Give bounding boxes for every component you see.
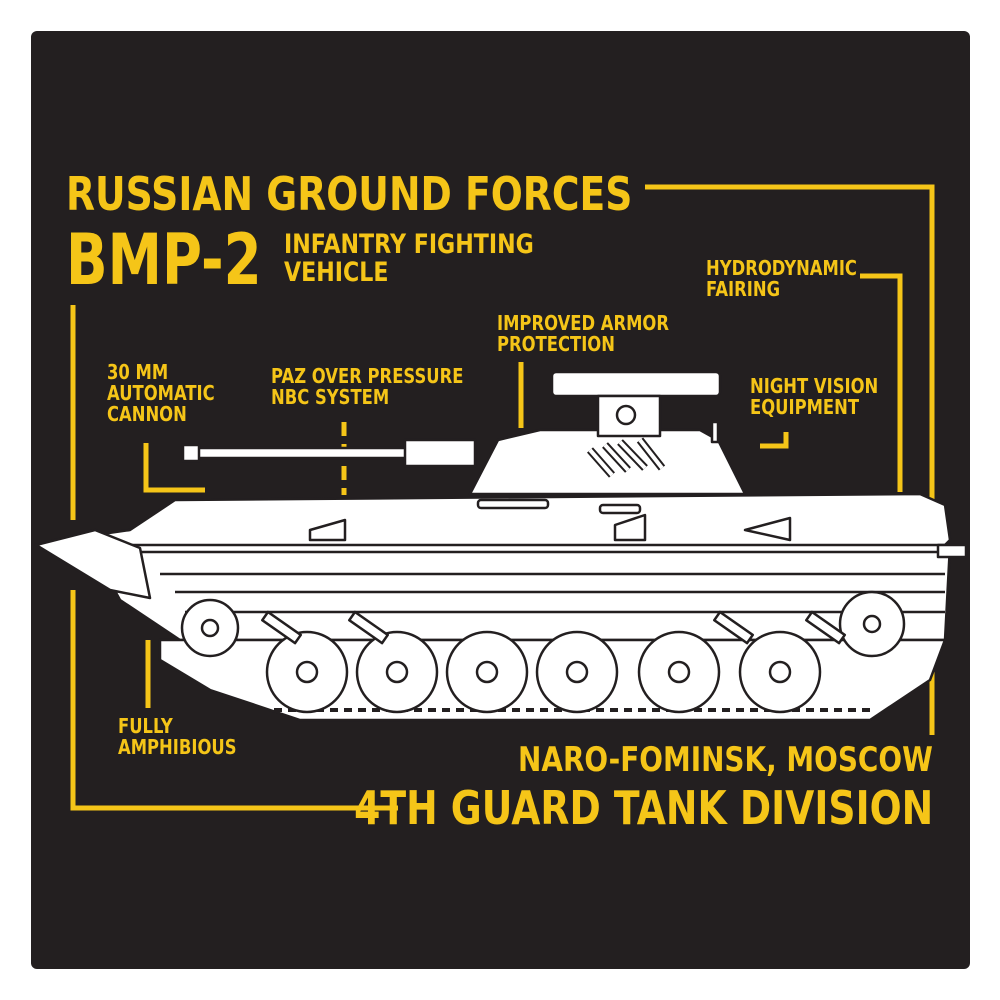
- callout-text: NIGHT VISION: [750, 374, 879, 398]
- vehicle-type: INFANTRY FIGHTING VEHICLE: [284, 229, 534, 289]
- turret: [468, 428, 747, 496]
- callout-nbc: PAZ OVER PRESSURE NBC SYSTEM: [271, 366, 463, 408]
- frame-top-line: [645, 184, 935, 500]
- location-text: NARO-FOMINSK, MOSCOW: [518, 740, 933, 780]
- cannon-mantlet: [403, 438, 477, 468]
- callout-fairing: HYDRODYNAMIC FAIRING: [706, 258, 857, 300]
- unit-text: 4TH GUARD TANK DIVISION: [353, 781, 933, 835]
- poster-title: RUSSIAN GROUND FORCES: [66, 167, 633, 221]
- vehicle-model: BMP-2: [66, 219, 262, 301]
- callout-text: PROTECTION: [497, 332, 615, 356]
- callout-text: FULLY: [118, 714, 173, 738]
- callout-text: PAZ OVER PRESSURE: [271, 364, 464, 388]
- callout-text: AUTOMATIC: [107, 381, 215, 405]
- callout-armor: IMPROVED ARMOR PROTECTION: [497, 313, 669, 355]
- callout-text: 30 MM: [107, 360, 169, 384]
- vehicle-type-line2: VEHICLE: [284, 257, 389, 289]
- cannon-muzzle: [181, 443, 201, 463]
- cannon-barrel: [188, 446, 427, 460]
- road-wheels: [180, 590, 906, 714]
- bow-fairing: [34, 528, 152, 600]
- callout-night-vision: NIGHT VISION EQUIPMENT: [750, 376, 878, 418]
- suspension-arms: [261, 610, 847, 645]
- vehicle-type-line1: INFANTRY FIGHTING: [284, 229, 534, 260]
- atgm-launcher: [550, 370, 722, 398]
- cannon-leader: [143, 443, 205, 493]
- callout-text: IMPROVED ARMOR: [497, 311, 670, 335]
- frame-lines: [70, 184, 935, 811]
- frame-left-lower-line: [70, 590, 398, 811]
- callout-text: NBC SYSTEM: [271, 385, 390, 409]
- callout-text: CANNON: [107, 402, 187, 426]
- callout-cannon: 30 MM AUTOMATIC CANNON: [107, 362, 215, 425]
- callout-text: EQUIPMENT: [750, 395, 860, 419]
- fairing-leader: [860, 273, 903, 492]
- callout-text: FAIRING: [706, 277, 781, 301]
- callout-amphibious: FULLY AMPHIBIOUS: [118, 716, 237, 758]
- callout-text: AMPHIBIOUS: [118, 735, 237, 759]
- bmp2-vehicle: [34, 370, 968, 722]
- night-leader: [760, 432, 789, 449]
- callout-text: HYDRODYNAMIC: [706, 256, 857, 280]
